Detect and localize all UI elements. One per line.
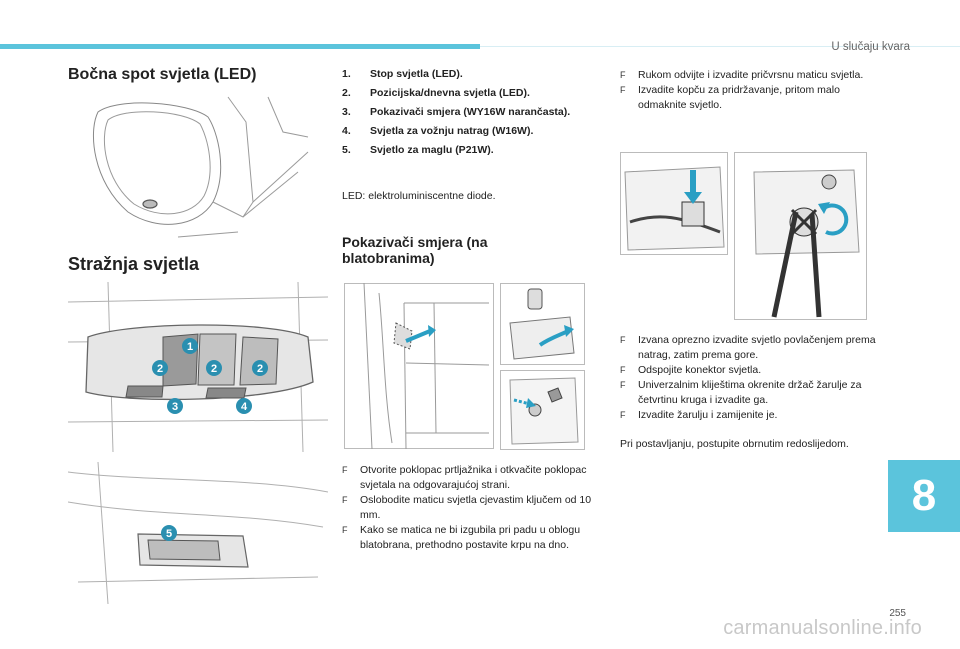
list-item: 4.Svjetla za vožnju natrag (W16W).	[342, 125, 534, 137]
chapter-tab: 8	[888, 460, 960, 532]
callout-3-marker	[167, 398, 183, 414]
panel-clip-illustration	[500, 283, 585, 365]
bullet-icon: F	[620, 70, 626, 80]
pliers-illustration	[734, 152, 867, 320]
header-rule	[480, 46, 960, 47]
callout-3: 3	[172, 401, 178, 413]
bullet-icon: F	[620, 380, 626, 390]
callout-4: 4	[241, 401, 248, 413]
list-item: 3.Pokazivači smjera (WY16W narančasta).	[342, 106, 571, 118]
fog-light-illustration: 5	[68, 462, 328, 604]
led-note: LED: elektroluminiscentne diode.	[342, 190, 496, 202]
callout-5: 5	[166, 528, 172, 540]
callout-1-marker	[182, 338, 198, 354]
callout-2b-marker	[206, 360, 222, 376]
callout-2a-marker	[152, 360, 168, 376]
callout-5-marker	[161, 525, 177, 541]
list-item: 5.Svjetlo za maglu (P21W).	[342, 144, 494, 156]
bullet-icon: F	[342, 495, 348, 505]
mirror-illustration	[68, 92, 313, 242]
closing-note: Pri postavljanju, postupite obrnutim red…	[620, 438, 849, 450]
nut-removal-illustration	[500, 370, 585, 450]
chapter-title: U slučaju kvara	[831, 41, 910, 53]
bullet-icon: F	[342, 465, 348, 475]
callout-1: 1	[187, 341, 193, 353]
list-item: 1.Stop svjetla (LED).	[342, 68, 463, 80]
callout-4-marker	[236, 398, 252, 414]
spot-lights-heading: Bočna spot svjetla (LED)	[68, 66, 257, 83]
header-accent-bar	[0, 44, 480, 49]
rear-lights-list: 1.Stop svjetla (LED). 2.Pozicijska/dnevn…	[342, 67, 582, 162]
callout-2c-marker	[252, 360, 268, 376]
rear-lights-heading: Stražnja svjetla	[68, 254, 200, 274]
callout-2b: 2	[211, 363, 217, 375]
bullet-icon: F	[620, 410, 626, 420]
rear-lights-illustration: 1 2 2 2 3 4	[68, 282, 328, 452]
trunk-illustration	[344, 283, 494, 449]
bullet-icon: F	[620, 335, 626, 345]
connector-illustration	[620, 152, 728, 255]
bullet-icon: F	[342, 525, 348, 535]
callout-2a: 2	[157, 363, 163, 375]
bullet-icon: F	[620, 365, 626, 375]
bullet-icon: F	[620, 85, 626, 95]
page-number: 255	[889, 608, 906, 619]
watermark: carmanualsonline.info	[723, 617, 922, 639]
callout-2c: 2	[257, 363, 263, 375]
list-item: 2.Pozicijska/dnevna svjetla (LED).	[342, 87, 530, 99]
indicators-heading: Pokazivači smjera (na blatobranima)	[342, 234, 488, 266]
